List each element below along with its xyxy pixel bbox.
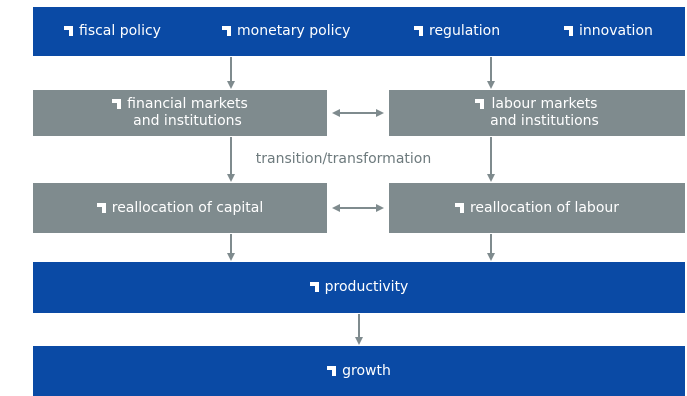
corner-mark-icon [414,26,423,36]
policy-label: fiscal policy [79,23,161,39]
policy-label: regulation [429,23,501,39]
reallocation-labour-box: reallocation of labour [389,183,685,233]
corner-mark-icon [222,26,231,36]
corner-mark-icon [309,282,319,292]
corner-mark-icon [96,202,106,213]
policy-monetary: monetary policy [222,23,350,39]
growth-box: growth [33,346,685,396]
corner-mark-icon [112,99,122,109]
policy-bar [33,7,685,56]
financial-markets-box: financial markets and institutions [33,90,327,136]
productivity-label: productivity [324,279,409,295]
transition-label: transition/transformation [255,151,432,167]
reallocation-capital-label: reallocation of capital [111,199,264,216]
policy-innovation: innovation [564,23,653,39]
policy-fiscal: fiscal policy [64,23,161,39]
corner-mark-icon [475,99,485,109]
corner-mark-icon [564,26,573,36]
reallocation-labour-label: reallocation of labour [469,199,620,216]
policy-label: innovation [579,23,653,39]
reallocation-capital-box: reallocation of capital [33,183,327,233]
policy-label: monetary policy [237,23,351,39]
productivity-box: productivity [33,262,685,313]
policy-regulation: regulation [414,23,500,39]
corner-mark-icon [327,365,337,376]
corner-mark-icon [454,202,464,213]
growth-label: growth [342,362,391,379]
labour-markets-box: labour markets and institutions [389,90,685,136]
labour-markets-label: labour markets and institutions [490,96,599,129]
corner-mark-icon [64,26,73,36]
financial-markets-label: financial markets and institutions [127,96,248,129]
